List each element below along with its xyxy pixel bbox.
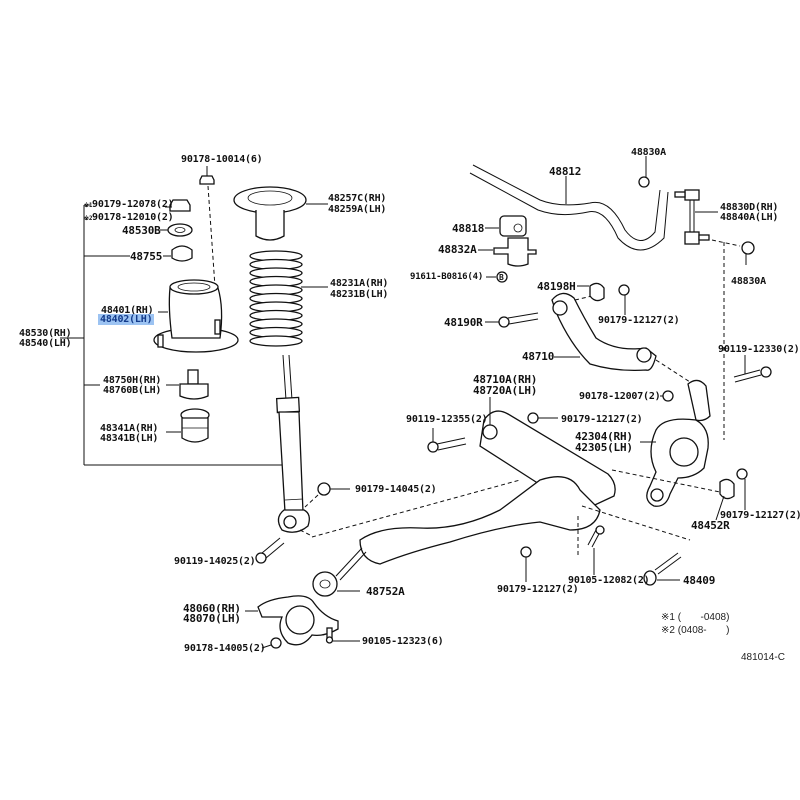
label-48720a: 48720A(LH) <box>473 384 538 397</box>
label-48198h: 48198H <box>537 280 576 293</box>
label-mark2: ※2 <box>84 215 93 222</box>
label-48530b: 48530B <box>122 224 161 237</box>
label-48070: 48070(LH) <box>183 612 241 625</box>
shock-absorber <box>210 354 313 537</box>
mark-b-circle <box>496 271 508 283</box>
label-48259a: 48259A(LH) <box>328 204 387 215</box>
nut-48830a-top <box>638 176 650 188</box>
bolt-90119-12355 <box>427 428 467 453</box>
label-48752a: 48752A <box>366 585 405 598</box>
label-48231a: 48231A(RH) <box>330 278 389 289</box>
bushing-48818 <box>499 215 527 237</box>
upper-arm-48710 <box>551 292 691 383</box>
washer-48752a <box>312 571 360 597</box>
spring-seat-48257c <box>233 186 328 241</box>
label-48832a: 48832A <box>438 243 477 256</box>
cup-48755 <box>171 245 193 262</box>
note-mark-2-range: (0408- ) <box>677 625 730 636</box>
label-48452r: 48452R <box>691 519 730 532</box>
nut-90179-12078 <box>169 199 191 212</box>
bolt-90119-14025 <box>255 537 285 564</box>
label-48710: 48710 <box>522 350 555 363</box>
label-48760b: 48760B(LH) <box>103 385 162 396</box>
spring-coil <box>249 335 303 347</box>
diagram-code: 481014-C <box>741 652 785 663</box>
label-48812: 48812 <box>549 165 582 178</box>
label-48402-highlighted[interactable]: 48402(LH) <box>98 314 155 325</box>
cam-48198h <box>589 282 605 302</box>
note-mark-2-symbol: ※2 <box>661 625 675 636</box>
label-48830a-top: 48830A <box>631 147 666 158</box>
label-48341b: 48341B(LH) <box>100 433 159 444</box>
nut-90179-14045 <box>317 482 331 496</box>
nut-90178-14005 <box>270 637 282 649</box>
stabilizer-link-48830d <box>674 189 755 440</box>
label-48231b: 48231B(LH) <box>330 289 389 300</box>
label-42305: 42305(LH) <box>575 441 633 454</box>
label-90119-12330: 90119-12330(2) <box>718 344 800 355</box>
label-90178-10014: 90178-10014(6) <box>181 154 263 165</box>
label-48750h: 48750H(RH) <box>103 375 162 386</box>
bracket-48060 <box>245 595 339 646</box>
label-90179-12127-b: 90179-12127(2) <box>561 414 643 425</box>
nut-90178-12007 <box>662 390 674 402</box>
label-90119-14025: 90119-14025(2) <box>174 556 256 567</box>
bushing-48452r <box>719 478 735 500</box>
note-mark-1-range: ( -0408) <box>677 612 730 623</box>
label-48190r: 48190R <box>444 316 483 329</box>
label-90119-12355: 90119-12355(2) <box>406 414 488 425</box>
nut-90179-12127-c <box>736 468 748 480</box>
washer-48530b <box>167 223 193 237</box>
bolt-90105-12323 <box>325 627 360 644</box>
label-48409: 48409 <box>683 574 716 587</box>
label-48540: 48540(LH) <box>19 338 72 349</box>
bolt-90119-12330 <box>733 355 772 383</box>
label-48818: 48818 <box>452 222 485 235</box>
label-48401: 48401(RH) <box>101 305 154 316</box>
label-90179-12127-c: 90179-12127(2) <box>720 510 800 521</box>
label-90178-12007: 90178-12007(2) <box>579 391 661 402</box>
label-90179-12127-d: 90179-12127(2) <box>497 584 579 595</box>
cam-bolt-48409 <box>643 552 682 586</box>
label-90179-12078: 90179-12078(2) <box>92 199 174 210</box>
label-48530: 48530(RH) <box>19 328 72 339</box>
stabilizer-bar-48812 <box>469 164 669 251</box>
nut-90179-12127-b <box>527 412 539 424</box>
label-48060: 48060(RH) <box>183 602 241 615</box>
label-48341a: 48341A(RH) <box>100 423 159 434</box>
nut-90179-12127-a <box>618 284 630 296</box>
label-90178-12010: 90178-12010(2) <box>92 212 174 223</box>
note-mark-2: ※2 (0408- ) <box>661 625 729 636</box>
coil-spring-48231a <box>249 250 303 347</box>
label-mark-b: B <box>499 273 504 282</box>
bolt-48190r <box>485 312 539 328</box>
label-mark1: ※1 <box>84 202 93 209</box>
nut-90179-12127-d <box>520 546 532 558</box>
bolt-90105-12082 <box>587 525 605 575</box>
knuckle-42304 <box>640 379 711 507</box>
label-48755: 48755 <box>130 250 163 263</box>
label-48710a: 48710A(RH) <box>473 373 538 386</box>
note-mark-1: ※1 ( -0408) <box>661 612 729 623</box>
label-42304: 42304(RH) <box>575 430 633 443</box>
lower-trailing-arm <box>311 476 691 581</box>
label-48830a-bottom: 48830A <box>731 276 766 287</box>
label-90105-12082: 90105-12082(2) <box>568 575 650 586</box>
label-90105-12323: 90105-12323(6) <box>362 636 444 647</box>
label-48257c: 48257C(RH) <box>328 193 387 204</box>
label-90179-12127-a: 90179-12127(2) <box>598 315 680 326</box>
support-bracket-lines <box>60 204 210 466</box>
dust-boot-48401 <box>153 279 239 353</box>
label-48830d: 48830D(RH) <box>720 202 779 213</box>
bumper-48341 <box>166 408 210 443</box>
label-91611-b0816: 91611-B0816(4) <box>410 272 484 282</box>
note-mark-1-symbol: ※1 <box>661 612 675 623</box>
label-48840a: 48840A(LH) <box>720 212 779 223</box>
label-90178-14005: 90178-14005(2) <box>184 643 266 654</box>
bracket-48832a <box>493 237 537 267</box>
bump-stopper-48750h <box>166 369 209 400</box>
label-90179-14045: 90179-14045(2) <box>355 484 437 495</box>
